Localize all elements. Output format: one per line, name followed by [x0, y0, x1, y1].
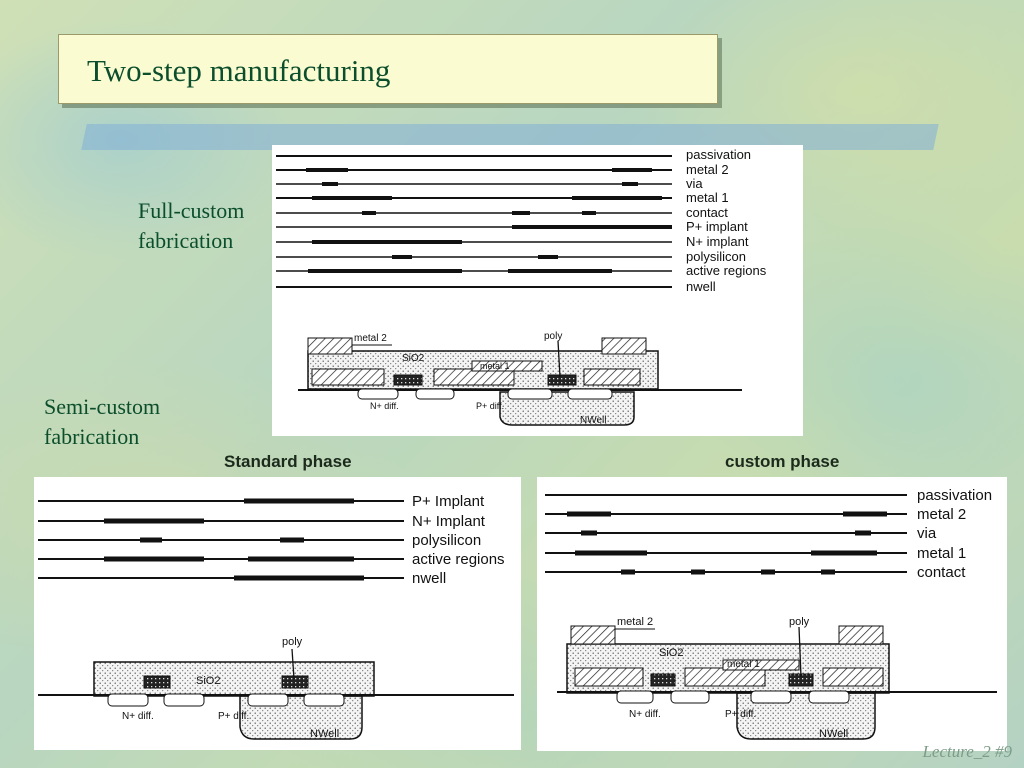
nwell-label: NWell: [580, 415, 606, 426]
nwell-label: NWell: [310, 728, 339, 740]
mask-label: P+ implant: [686, 219, 748, 234]
custom-phase-figure: passivation metal 2 via metal 1 contact …: [537, 477, 1007, 751]
mask-label: via: [686, 176, 703, 191]
semi-custom-label: Semi-custom fabrication: [44, 392, 160, 452]
standard-mask-lines: [38, 498, 404, 581]
pdiff-label: P+ diff.: [725, 709, 756, 720]
sio2-label: SiO2: [659, 647, 683, 659]
semi-custom-label-line2: fabrication: [44, 424, 140, 449]
full-custom-figure: passivation metal 2 via metal 1 contact …: [272, 145, 803, 436]
ndiff-label: N+ diff.: [122, 711, 154, 722]
full-custom-cross-section: metal 2 poly SiO2 metal 1 N+ diff. P+ di…: [298, 331, 742, 426]
standard-mask-labels: P+ Implant N+ Implant polysilicon active…: [412, 493, 505, 587]
custom-phase-label: custom phase: [725, 452, 840, 471]
full-custom-label: Full-custom fabrication: [138, 196, 244, 256]
mask-label: N+ implant: [686, 234, 749, 249]
metal2-label: metal 2: [617, 616, 653, 628]
full-custom-mask-lines: [276, 155, 672, 288]
standard-phase-figure: P+ Implant N+ Implant polysilicon active…: [34, 477, 521, 750]
mask-label: polysilicon: [686, 249, 746, 264]
page-title: Two-step manufacturing: [87, 53, 391, 88]
custom-cross-section: metal 2 poly SiO2 metal 1 N+ diff. P+ di…: [557, 616, 997, 740]
ndiff-label: N+ diff.: [629, 709, 661, 720]
mask-label: metal 1: [686, 190, 729, 205]
mask-label: nwell: [686, 279, 716, 294]
pdiff-label: P+ diff.: [218, 711, 249, 722]
custom-mask-labels: passivation metal 2 via metal 1 contact: [917, 487, 992, 581]
footer-lecture: Lecture_2: [922, 742, 991, 761]
full-custom-mask-labels: passivation metal 2 via metal 1 contact …: [686, 147, 767, 294]
mask-label: contact: [686, 205, 728, 220]
mask-label: passivation: [917, 487, 992, 504]
sio2-label: SiO2: [402, 353, 425, 364]
semi-custom-label-line1: Semi-custom: [44, 394, 161, 419]
poly-label: poly: [789, 616, 810, 628]
full-custom-label-line1: Full-custom: [138, 198, 245, 223]
mask-label: P+ Implant: [412, 493, 485, 510]
poly-label: poly: [282, 636, 303, 648]
ndiff-label: N+ diff.: [370, 401, 399, 411]
standard-cross-section: poly SiO2 N+ diff. P+ diff. NWell: [38, 636, 514, 740]
poly-label: poly: [544, 331, 562, 342]
mask-label: contact: [917, 564, 966, 581]
custom-mask-lines: [545, 494, 907, 575]
mask-label: N+ Implant: [412, 513, 486, 530]
mask-label: metal 2: [917, 506, 966, 523]
mask-label: nwell: [412, 570, 446, 587]
mask-label: active regions: [686, 263, 767, 278]
pdiff-label: P+ diff.: [476, 401, 504, 411]
metal2-label: metal 2: [354, 333, 387, 344]
mask-label: passivation: [686, 147, 751, 162]
title-box: Two-step manufacturing: [58, 34, 718, 104]
sio2-label: SiO2: [196, 675, 220, 687]
footer-page-number: #9: [995, 742, 1012, 761]
nwell-label: NWell: [819, 728, 848, 740]
mask-label: metal 2: [686, 162, 729, 177]
mask-label: metal 1: [917, 545, 966, 562]
metal1-label: metal 1: [727, 659, 760, 670]
mask-label: polysilicon: [412, 532, 481, 549]
mask-label: active regions: [412, 551, 505, 568]
metal1-label: metal 1: [480, 361, 510, 371]
standard-phase-label: Standard phase: [224, 452, 352, 471]
full-custom-label-line2: fabrication: [138, 228, 234, 253]
mask-label: via: [917, 525, 937, 542]
footer: Lecture_2 #9: [922, 742, 1012, 762]
